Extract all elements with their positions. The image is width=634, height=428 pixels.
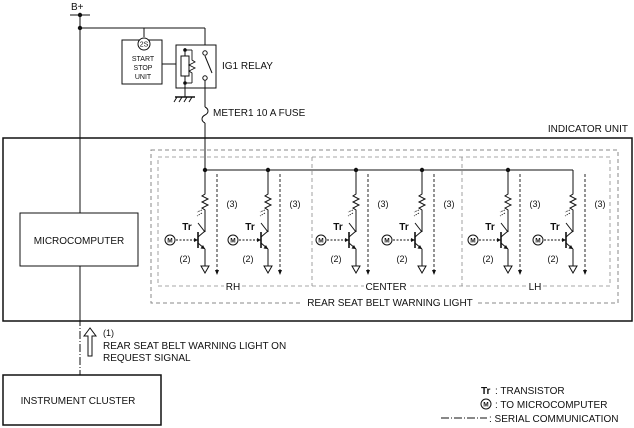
legend-tr-text: : TRANSISTOR xyxy=(495,386,565,397)
rear-seat-belt-light-label: REAR SEAT BELT WARNING LIGHT xyxy=(307,298,473,309)
callout-2: (2) xyxy=(548,254,559,264)
m-icon xyxy=(381,234,393,246)
instrument-cluster-label: INSTRUMENT CLUSTER xyxy=(21,396,136,407)
tr-label: Tr xyxy=(182,222,192,233)
connector-2s-label: 2S xyxy=(140,42,149,49)
start-stop-unit: 2S xyxy=(121,28,176,85)
center-label: CENTER xyxy=(365,282,406,293)
relay-switch-icon xyxy=(204,55,213,74)
m-icon xyxy=(315,234,327,246)
svg-text:M: M xyxy=(535,237,540,244)
indicator-unit-box xyxy=(2,137,633,322)
ig1-relay-label: IG1 RELAY xyxy=(222,61,273,72)
tr-label: Tr xyxy=(550,222,560,233)
channel-center-2: M Tr (2) (3) xyxy=(381,167,455,275)
callout-2: (2) xyxy=(331,254,342,264)
channel-rh-2: M Tr (2) (3) xyxy=(227,167,301,275)
svg-text:M: M xyxy=(167,237,172,244)
tr-label: Tr xyxy=(333,222,343,233)
legend-m-text: : TO MICROCOMPUTER xyxy=(495,400,607,411)
legend-tr-key: Tr xyxy=(481,386,491,397)
lh-label: LH xyxy=(529,282,542,293)
svg-text:M: M xyxy=(230,237,235,244)
legend: Tr : TRANSISTOR M : TO MICROCOMPUTER : S… xyxy=(441,386,618,425)
start-stop-label-2: STOP xyxy=(134,65,153,72)
start-stop-label-3: UNIT xyxy=(135,74,152,81)
channels: M Tr (2) (3) M Tr (2) (3) xyxy=(164,167,606,275)
ig1-relay xyxy=(173,44,217,107)
callout-3: (3) xyxy=(290,199,301,209)
connector-2s-icon xyxy=(137,37,151,51)
svg-text:M: M xyxy=(318,237,323,244)
callout-3: (3) xyxy=(595,199,606,209)
signal-arrow-icon xyxy=(83,327,97,357)
callout-2: (2) xyxy=(243,254,254,264)
callout-3: (3) xyxy=(530,199,541,209)
channel-frame xyxy=(157,156,611,287)
m-icon xyxy=(532,234,544,246)
signal-text-2: REQUEST SIGNAL xyxy=(103,353,191,364)
callout-2: (2) xyxy=(180,254,191,264)
m-icon xyxy=(467,234,479,246)
callout-3: (3) xyxy=(227,199,238,209)
rear-seat-belt-light-frame xyxy=(150,149,619,304)
legend-serial-text: : SERIAL COMMUNICATION xyxy=(489,414,618,425)
relay-coil-icon xyxy=(180,55,190,77)
b-plus-label: B+ xyxy=(71,2,84,13)
signal-text-1: REAR SEAT BELT WARNING LIGHT ON xyxy=(103,341,286,352)
channel-lh-1: M Tr (2) (3) xyxy=(467,167,541,275)
ground-icon xyxy=(173,96,195,103)
svg-text:M: M xyxy=(384,237,389,244)
fuse-icon xyxy=(201,106,209,170)
microcomputer-label: MICROCOMPUTER xyxy=(34,236,125,247)
indicator-unit-label: INDICATOR UNIT xyxy=(548,124,628,135)
rh-label: RH xyxy=(226,282,240,293)
start-stop-label-1: START xyxy=(132,56,155,63)
callout-3: (3) xyxy=(378,199,389,209)
channel-rh-1: M Tr (2) (3) xyxy=(164,167,238,275)
tr-label: Tr xyxy=(245,222,255,233)
instrument-cluster-box xyxy=(2,374,162,426)
legend-m-icon xyxy=(480,398,492,410)
tr-label: Tr xyxy=(399,222,409,233)
svg-text:M: M xyxy=(470,237,475,244)
m-icon xyxy=(227,234,239,246)
legend-m-key: M xyxy=(483,401,488,408)
tr-label: Tr xyxy=(485,222,495,233)
microcomputer-box xyxy=(19,212,139,267)
callout-3: (3) xyxy=(444,199,455,209)
channel-center-1: M Tr (2) (3) xyxy=(315,167,389,275)
callout-2: (2) xyxy=(483,254,494,264)
signal-number: (1) xyxy=(103,328,114,338)
m-icon xyxy=(164,234,176,246)
callout-2: (2) xyxy=(397,254,408,264)
fuse-label: METER1 10 A FUSE xyxy=(213,108,306,119)
channel-lh-2: M Tr (2) (3) xyxy=(532,170,606,275)
